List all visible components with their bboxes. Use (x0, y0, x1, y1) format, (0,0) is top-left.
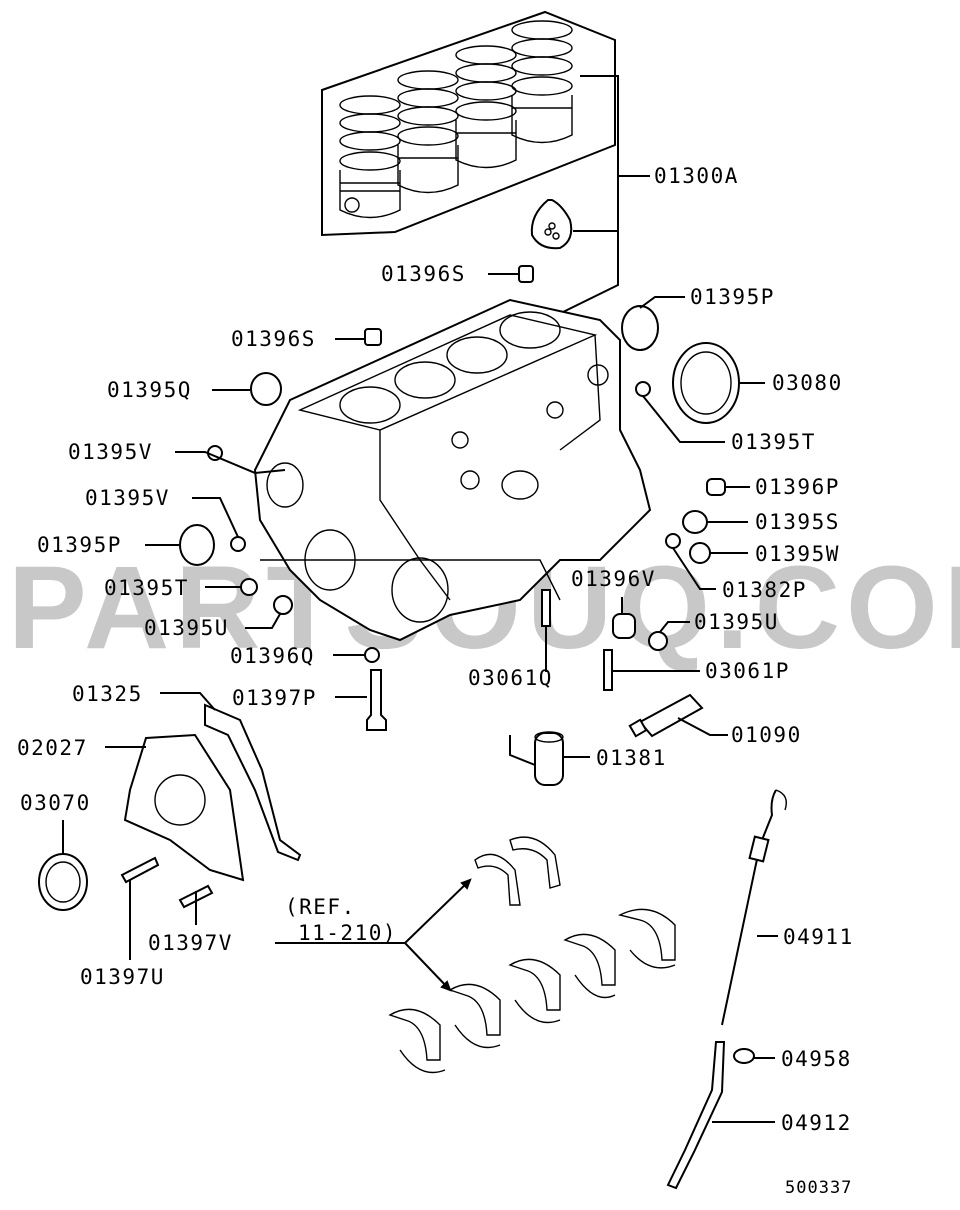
label-02027[interactable]: 02027 (17, 736, 88, 760)
label-03080[interactable]: 03080 (772, 371, 843, 395)
label-01325[interactable]: 01325 (72, 682, 143, 706)
o-ring-04958 (733, 1048, 755, 1064)
label-04958[interactable]: 04958 (781, 1047, 852, 1071)
leader-lines (62, 273, 778, 1123)
plug-01395T-a (635, 381, 651, 397)
gasket-01382P (665, 533, 681, 549)
guide-04912 (666, 1041, 726, 1190)
plug-01395P-a (621, 305, 659, 351)
plug-01396S-b (364, 328, 382, 346)
plug-01395Q (250, 372, 282, 406)
label-01395S[interactable]: 01395S (755, 510, 840, 534)
plug-01395S (682, 510, 708, 534)
label-01397P[interactable]: 01397P (232, 686, 317, 710)
part-labels: 01300A 01396S 01396S 01395P 03080 01395Q… (17, 164, 854, 1198)
plug-01395P-b (179, 524, 215, 566)
plug-01396P (706, 478, 726, 496)
label-01395W[interactable]: 01395W (755, 542, 840, 566)
label-01395V-b[interactable]: 01395V (85, 486, 170, 510)
label-04912[interactable]: 04912 (781, 1111, 852, 1135)
label-01396P[interactable]: 01396P (755, 475, 840, 499)
label-03061Q[interactable]: 03061Q (468, 666, 553, 690)
piston-set-illustration (321, 10, 616, 250)
label-03070[interactable]: 03070 (20, 791, 91, 815)
gasket-01325 (204, 703, 302, 862)
plug-01395U-b (648, 631, 668, 651)
label-01395U-a[interactable]: 01395U (144, 616, 229, 640)
plate-02027 (123, 733, 245, 882)
reference-line-2[interactable]: 11-210) (298, 921, 397, 945)
bearing-shells (388, 836, 676, 1074)
plug-01396Q (364, 647, 380, 663)
plug-01395U-a (273, 595, 293, 615)
oil-jet-01381 (509, 731, 564, 786)
label-01382P[interactable]: 01382P (722, 578, 807, 602)
label-01381[interactable]: 01381 (596, 746, 667, 770)
dipstick-04911 (721, 789, 777, 1026)
label-01396S-b[interactable]: 01396S (231, 327, 316, 351)
sealant-tube-01090 (628, 693, 704, 738)
label-01395P-a[interactable]: 01395P (690, 285, 775, 309)
plug-parts (179, 265, 740, 786)
bolt-01397U (120, 856, 160, 884)
rear-plate-assembly (38, 703, 302, 911)
label-01396S-a[interactable]: 01396S (381, 262, 466, 286)
plug-01396V (612, 613, 636, 639)
label-01397V[interactable]: 01397V (148, 931, 233, 955)
pin-03061P (603, 649, 613, 691)
bolt-01397P (366, 669, 387, 731)
plug-01395W (689, 542, 711, 564)
label-04911[interactable]: 04911 (783, 925, 854, 949)
label-01395V-a[interactable]: 01395V (68, 440, 153, 464)
dipstick-assembly (666, 789, 788, 1190)
oil-seal-03080 (672, 342, 740, 424)
label-01396V[interactable]: 01396V (571, 567, 656, 591)
label-01395T-b[interactable]: 01395T (104, 576, 189, 600)
plug-01395V-b (230, 536, 246, 552)
plug-01395T-b (240, 578, 258, 596)
pin-03061Q (541, 589, 551, 627)
label-03061P[interactable]: 03061P (705, 659, 790, 683)
label-01395Q[interactable]: 01395Q (107, 378, 192, 402)
label-01395U-b[interactable]: 01395U (694, 610, 779, 634)
label-01395T-a[interactable]: 01395T (731, 430, 816, 454)
label-01395P-b[interactable]: 01395P (37, 533, 122, 557)
drawing-number: 500337 (785, 1178, 852, 1198)
cylinder-block-illustration (253, 298, 652, 642)
label-01090[interactable]: 01090 (731, 723, 802, 747)
leader-01300A-a (562, 75, 619, 313)
reference-line-1[interactable]: (REF. (285, 895, 356, 919)
label-01397U[interactable]: 01397U (80, 965, 165, 989)
label-01300A[interactable]: 01300A (654, 164, 739, 188)
plug-01396S-a (518, 265, 534, 283)
label-01396Q[interactable]: 01396Q (230, 644, 315, 668)
